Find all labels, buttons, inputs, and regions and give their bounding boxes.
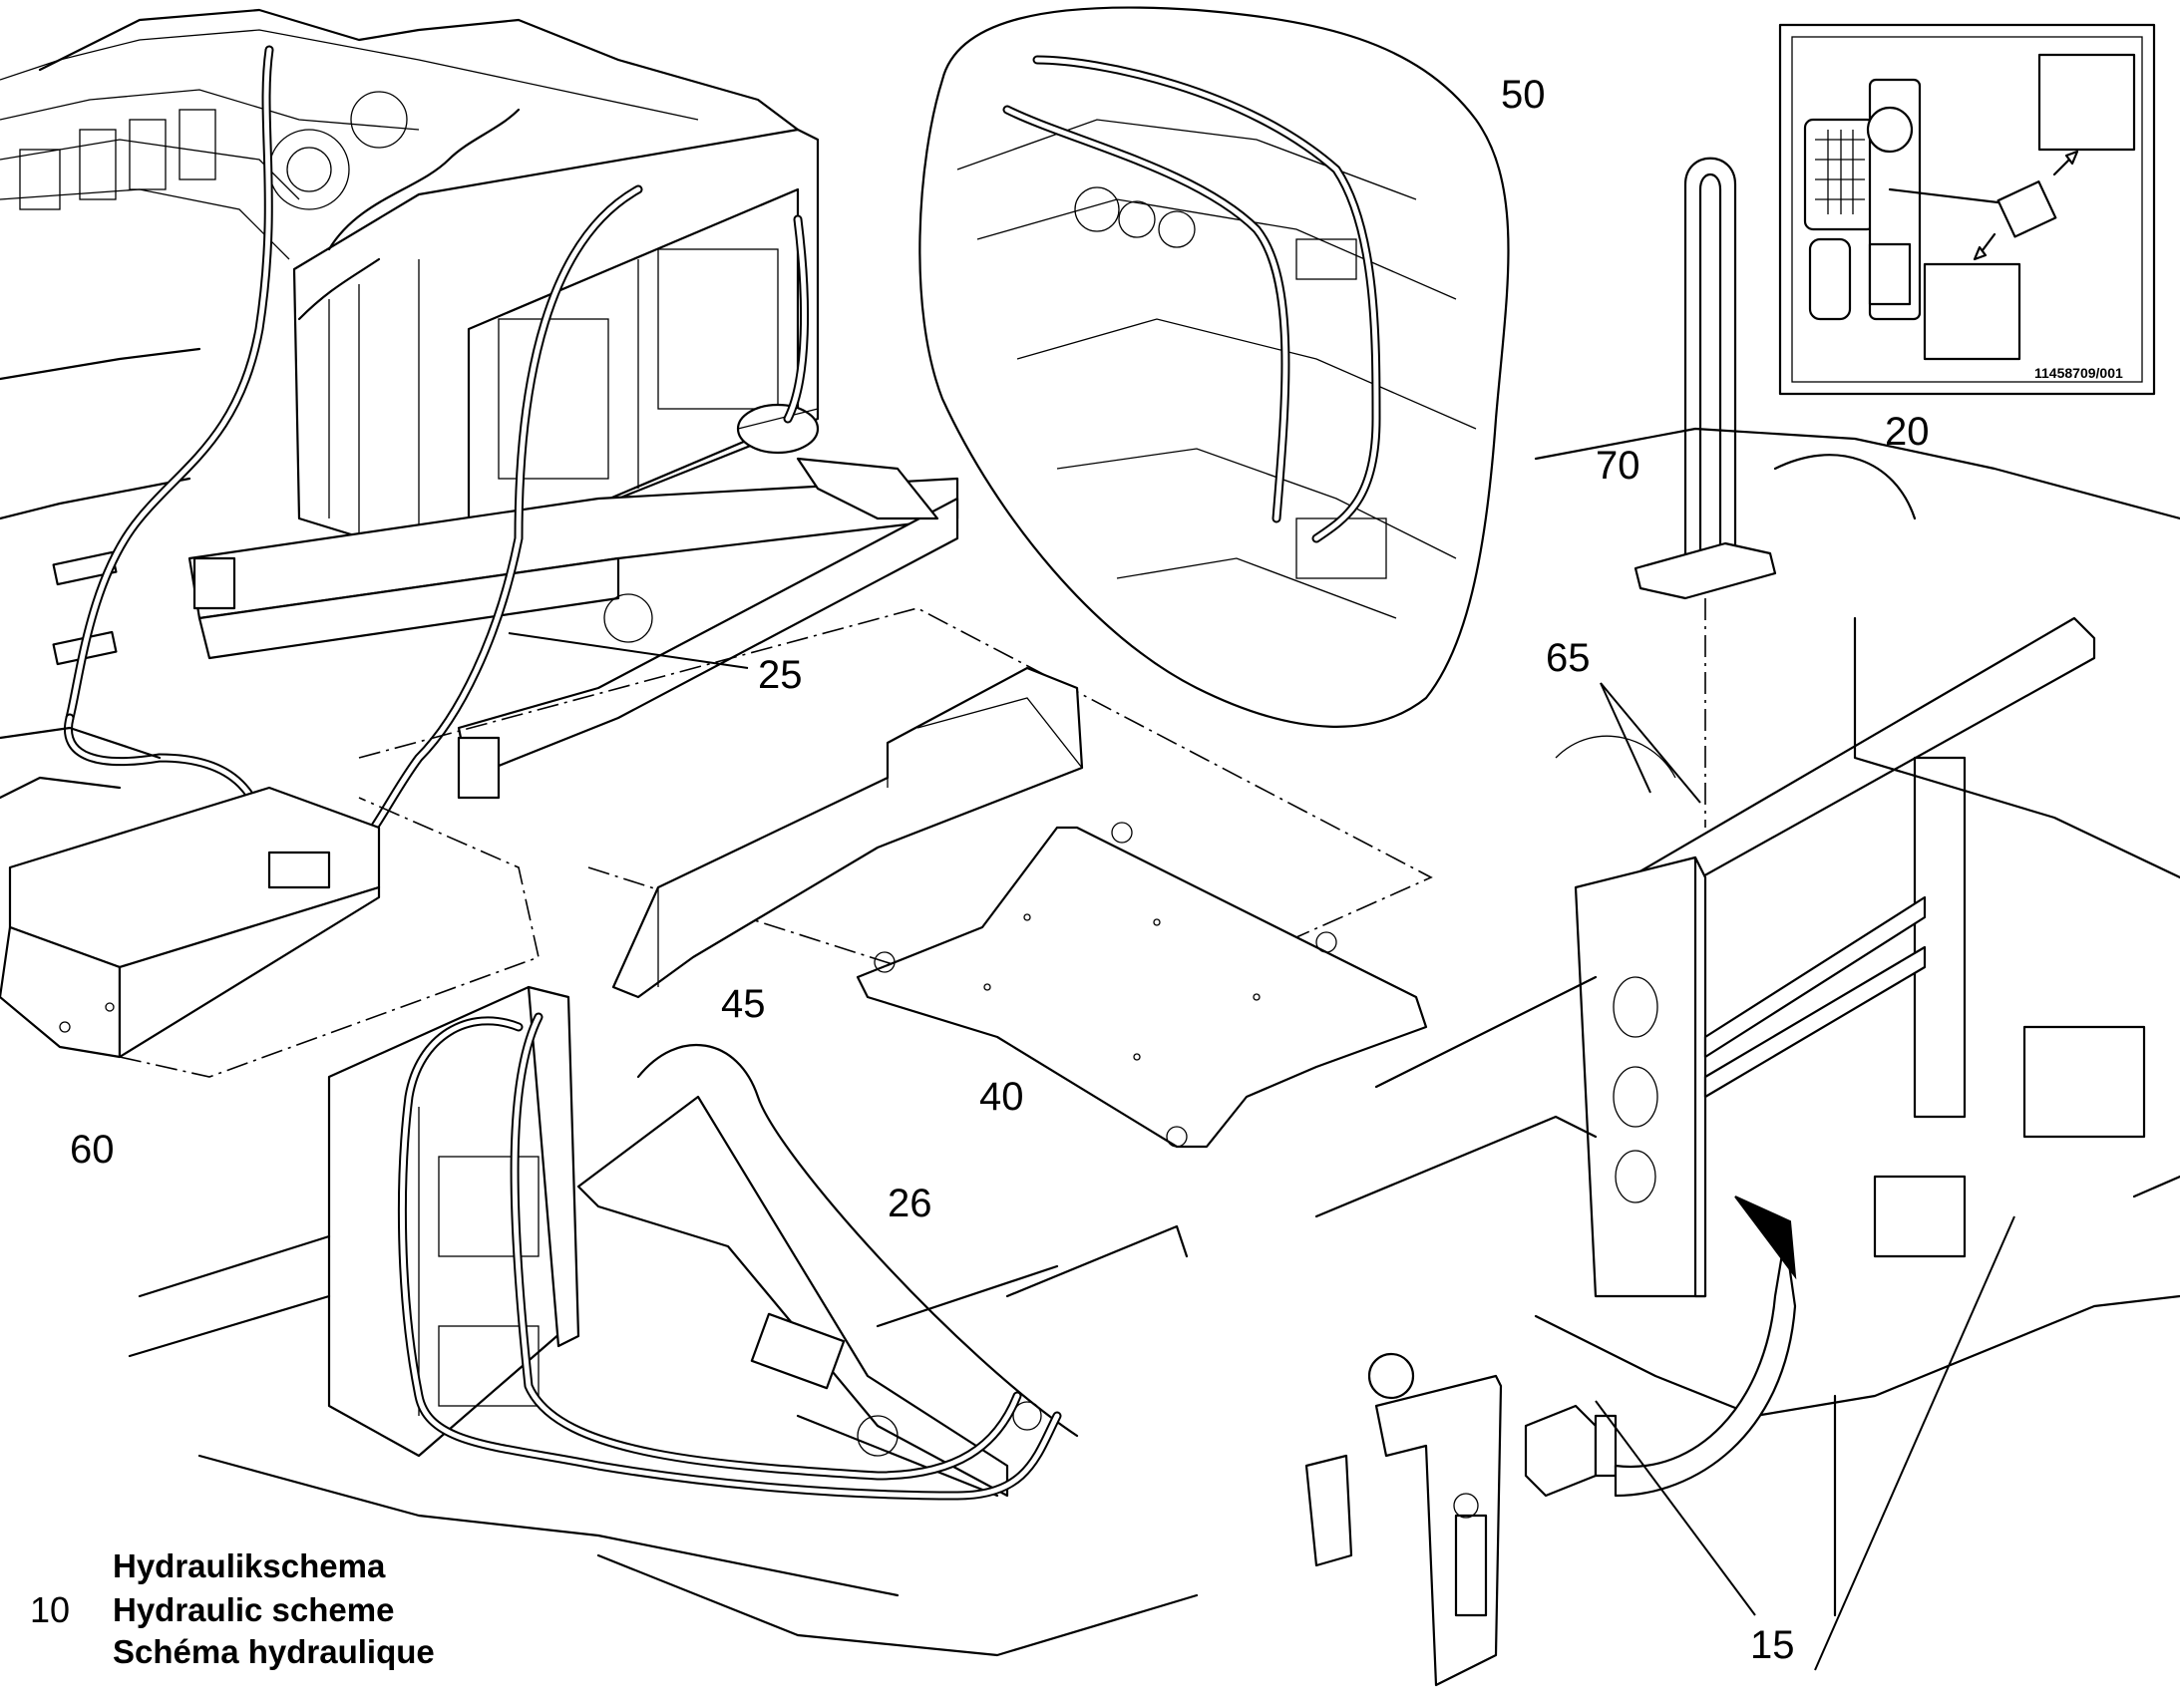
handle-70 <box>1634 157 1777 600</box>
leader-lines <box>508 632 2015 1671</box>
hose-26 <box>397 1012 1062 1501</box>
dash-line-45 <box>358 607 1433 938</box>
decal-20 <box>1778 23 2156 396</box>
base-frame-26 <box>128 985 1199 1657</box>
frame-65 <box>1314 427 2180 1617</box>
callout-25: 25 <box>758 653 803 697</box>
callout-70: 70 <box>1596 444 1640 488</box>
callout-40: 40 <box>979 1075 1024 1119</box>
detail-inset-50 <box>918 6 1510 728</box>
legend-title-de: Hydraulikschema <box>113 1547 386 1584</box>
callout-45: 45 <box>721 982 766 1026</box>
decal-part-code: 11458709/001 <box>2034 365 2123 381</box>
callout-20: 20 <box>1885 410 1930 454</box>
bracket-60 <box>0 726 381 1059</box>
legend-title-fr: Schéma hydraulique <box>113 1633 435 1670</box>
callout-26: 26 <box>888 1182 932 1225</box>
legend-title-en: Hydraulic scheme <box>113 1591 395 1628</box>
dash-line-60 <box>119 797 540 1078</box>
callout-50: 50 <box>1501 73 1546 117</box>
legend-number: 10 <box>30 1589 71 1630</box>
callout-65: 65 <box>1546 636 1591 680</box>
engine-radiator-assembly <box>0 8 959 800</box>
assembly-arrow <box>1614 1196 1797 1498</box>
callout-60: 60 <box>70 1128 115 1172</box>
cover-plate-45 <box>611 666 1084 999</box>
switch-bracket-15 <box>1304 1352 1618 1687</box>
callout-15: 15 <box>1750 1623 1795 1667</box>
floor-plate-40 <box>856 822 1428 1149</box>
